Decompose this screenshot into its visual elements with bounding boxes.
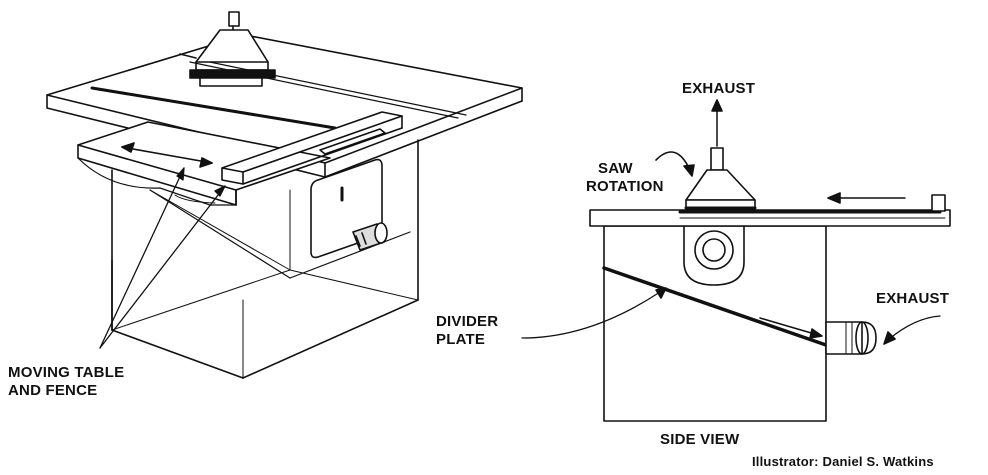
label-exhaust-top: EXHAUST: [682, 80, 756, 97]
side-hood: [684, 147, 757, 210]
label-saw-rotation-line2: ROTATION: [586, 178, 664, 195]
moving-table-pointers: [99, 167, 226, 349]
illustrator-credit: Illustrator: Daniel S. Watkins: [752, 454, 934, 469]
side-fence: [931, 194, 946, 212]
side-view-drawing: [589, 147, 951, 422]
divider-plate: [602, 266, 828, 347]
label-moving-table: MOVING TABLE AND FENCE: [8, 364, 124, 400]
divider-pointer: [521, 287, 667, 339]
cabinet-exhaust-pipe: [352, 222, 388, 251]
moving-table: [77, 121, 331, 206]
exhaust-top-arrow: [711, 99, 723, 147]
side-blade-housing: [683, 225, 745, 286]
label-exhaust-right: EXHAUST: [876, 290, 950, 307]
label-saw-rotation-line1: SAW: [598, 160, 633, 177]
label-moving-line2: AND FENCE: [8, 382, 98, 399]
label-side-view: SIDE VIEW: [660, 431, 740, 448]
label-divider-line1: DIVIDER: [436, 313, 499, 330]
saw-rotation-arrow: [655, 151, 695, 177]
feed-direction-arrow: [827, 192, 906, 204]
slide-direction-arrow: [121, 142, 213, 168]
saw-cabinet: [111, 139, 419, 379]
isometric-table-saw: [46, 11, 523, 379]
label-divider-plate: DIVIDER PLATE: [436, 313, 498, 349]
exhaust-right-pointer: [883, 315, 941, 345]
side-cabinet: [603, 225, 827, 422]
label-moving-line1: MOVING TABLE: [8, 364, 125, 381]
blade-guard-hood: [179, 11, 276, 87]
side-exhaust-pipe: [825, 321, 877, 355]
label-divider-line2: PLATE: [436, 331, 486, 348]
rip-fence: [221, 111, 403, 185]
internal-flow-arrow: [759, 317, 823, 339]
label-saw-rotation: SAW ROTATION: [586, 160, 664, 196]
